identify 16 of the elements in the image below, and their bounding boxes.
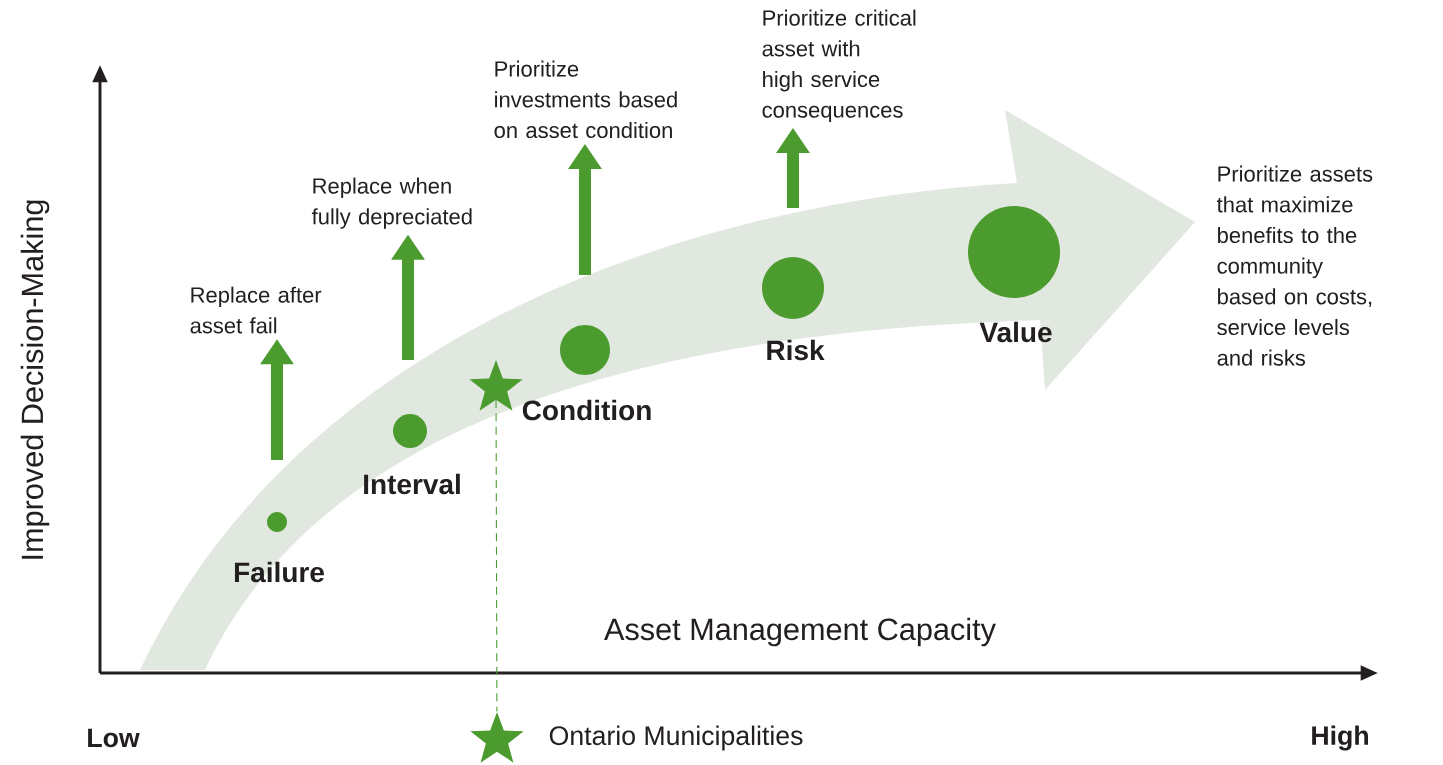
stage-label: Failure [235,561,324,583]
star-icon [469,360,523,411]
annotation-text: Prioritize assets that maximize benefits to the community based on costs, service levels and risks [1216,165,1373,366]
axis-label: Asset Management Capacity [604,617,996,647]
stage-label: Risk [767,339,825,361]
axis-label: High [1312,725,1368,751]
annotation-text: Prioritize investments based on asset condition [494,60,677,139]
stage-label: Condition [522,399,651,421]
legend-text: Ontario Municipalities [549,725,803,751]
annotation-text: Replace when fully depreciated [311,177,472,229]
annotation-text: Replace after asset fail [190,286,322,334]
annotation-text: Prioritize critical asset with high service consequences [762,9,916,123]
axis-label: Improved Decision-Making [20,200,50,559]
stage-label: Interval [364,473,460,495]
stage-label: Value [979,321,1052,343]
axis-label: Low [88,728,140,748]
